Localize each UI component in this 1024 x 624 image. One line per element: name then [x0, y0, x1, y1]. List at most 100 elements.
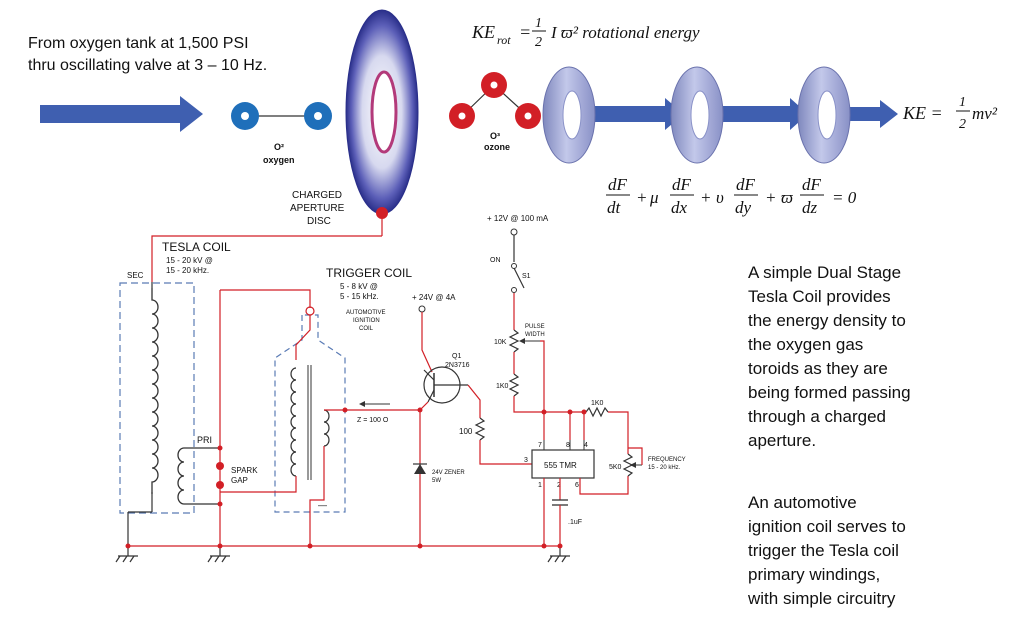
spark-gap-electrode [216, 481, 224, 489]
tesla-coil-title: TESLA COIL [162, 240, 231, 254]
ignition-coil-label-1: AUTOMOTIVE [346, 310, 386, 316]
frequency-label-2: 15 - 20 kHz. [648, 465, 681, 471]
sec-label: SEC [127, 271, 144, 280]
oxygen-toroids [542, 66, 851, 164]
pde-equals: = 0 [832, 188, 857, 207]
charged-aperture-disc: CHARGED APERTURE DISC [290, 9, 419, 236]
spark-gap-electrode [216, 462, 224, 470]
resistor-10k-label: 10K [494, 339, 507, 346]
ignition-coil-housing [274, 314, 346, 513]
transistor-label: Q1 [452, 353, 461, 360]
pde-num: dF [802, 175, 822, 194]
svg-text:—: — [318, 500, 327, 510]
ke-rot-lhs: KE [471, 22, 495, 42]
pde-num: dF [672, 175, 692, 194]
flow-arrow [40, 96, 203, 132]
svg-text:+: + [700, 188, 711, 207]
description-line: being formed passing [748, 383, 911, 402]
pin-label: 6 [575, 482, 579, 489]
rotational-energy-equation: KE rot = 1 2 I ϖ² rotational energy [471, 16, 700, 50]
ke-lin-den: 2 [959, 117, 966, 132]
spark-gap-label-1: SPARK [231, 466, 258, 475]
circuit-schematic: TESLA COIL 15 - 20 kV @ 15 - 20 kHz. SEC… [115, 214, 686, 563]
pde-coef: υ [716, 188, 724, 207]
supply-12v-label: + 12V @ 100 mA [487, 214, 549, 223]
svg-text:+: + [765, 188, 776, 207]
switch-s1-label: S1 [522, 273, 531, 280]
pin-label: 3 [524, 457, 528, 464]
ozone-name: ozone [484, 142, 510, 152]
flow-arrows [40, 96, 898, 132]
resistor-100-label: 100 [459, 427, 473, 436]
resistor-1k0-h-label: 1K0 [591, 400, 604, 407]
pin-label: 8 [566, 442, 570, 449]
ignition-secondary-winding [290, 367, 297, 477]
continuity-equation: dF dt + μ dF dx + υ dF dy + ϖ dF dz = 0 [606, 175, 857, 217]
zener-label-1: 24V ZENER [432, 470, 465, 476]
oxygen-name: oxygen [263, 155, 295, 165]
supply-24v-label: + 24V @ 4A [412, 293, 456, 302]
flow-arrow [575, 98, 684, 130]
resistor-100 [474, 417, 486, 441]
timer-555 [531, 449, 595, 479]
description-line: the oxygen gas [748, 335, 864, 354]
aperture-label-2: APERTURE [290, 203, 345, 214]
description-line: toroids as they are [748, 359, 888, 378]
description-line: An automotive [748, 493, 857, 512]
ignition-primary-winding [323, 409, 330, 447]
description-paragraph-1: A simple Dual Stage Tesla Coil provides … [748, 261, 1008, 453]
oxygen-formula: O² [274, 142, 284, 152]
description-line: through a charged [748, 407, 886, 426]
ground-symbol [207, 546, 230, 563]
secondary-winding [151, 288, 159, 494]
pulse-width-label-1: PULSE [525, 324, 545, 330]
description-paragraph-2: An automotive ignition coil serves to tr… [748, 491, 1008, 611]
pri-label: PRI [197, 435, 212, 445]
ozone-formula: O³ [490, 131, 500, 141]
capacitor-label: .1uF [568, 519, 582, 526]
tesla-coil-frequency: 15 - 20 kHz. [166, 266, 209, 275]
resistor-1k0-h [585, 406, 609, 418]
svg-text:+: + [636, 188, 647, 207]
toroid [797, 66, 851, 164]
kinetic-energy-equation: KE = 1 2 mv² [902, 95, 998, 132]
switch-on-label: ON [490, 257, 501, 264]
description-line: with simple circuitry [748, 589, 896, 608]
ignition-coil-label-3: COIL [359, 326, 374, 332]
ignition-coil-label-2: IGNITION [353, 318, 380, 324]
flow-arrow [716, 98, 808, 130]
zener-diode [414, 464, 426, 474]
pin-label: 1 [538, 482, 542, 489]
oxygen-molecule: O² oxygen [231, 102, 332, 165]
pulse-width-label-2: WIDTH [525, 332, 545, 338]
timer-555-label: 555 TMR [544, 461, 577, 470]
transistor-part: 2N3716 [445, 362, 470, 369]
description-line: trigger the Tesla coil [748, 541, 899, 560]
description-line: primary windings, [748, 565, 881, 584]
trigger-coil-title: TRIGGER COIL [326, 266, 412, 280]
description-line: ignition coil serves to [748, 517, 906, 536]
trigger-coil-frequency: 5 - 15 kHz. [340, 292, 379, 301]
ke-rot-num: 1 [535, 16, 542, 31]
toroid [542, 66, 596, 164]
aperture-label-3: DISC [307, 216, 331, 227]
pde-den: dz [802, 198, 818, 217]
pin-label: 2 [557, 482, 561, 489]
resistor-5k0-pot [622, 453, 634, 477]
svg-text:=: = [519, 22, 531, 42]
tesla-coil-enclosure [119, 282, 195, 514]
flow-arrow [842, 100, 898, 128]
ke-rot-sub: rot [497, 33, 511, 47]
primary-winding [177, 447, 185, 505]
resistor-1k0 [508, 373, 520, 397]
pde-num: dF [736, 175, 756, 194]
pde-coef: ϖ [781, 188, 793, 207]
ozone-molecule: O³ ozone [449, 72, 541, 152]
frequency-label-1: FREQUENCY [648, 457, 686, 463]
ground-symbol [547, 546, 570, 563]
ground-symbol [115, 546, 138, 563]
zener-label-2: 5W [432, 478, 441, 484]
pde-den: dt [607, 198, 622, 217]
pde-den: dy [735, 198, 752, 217]
